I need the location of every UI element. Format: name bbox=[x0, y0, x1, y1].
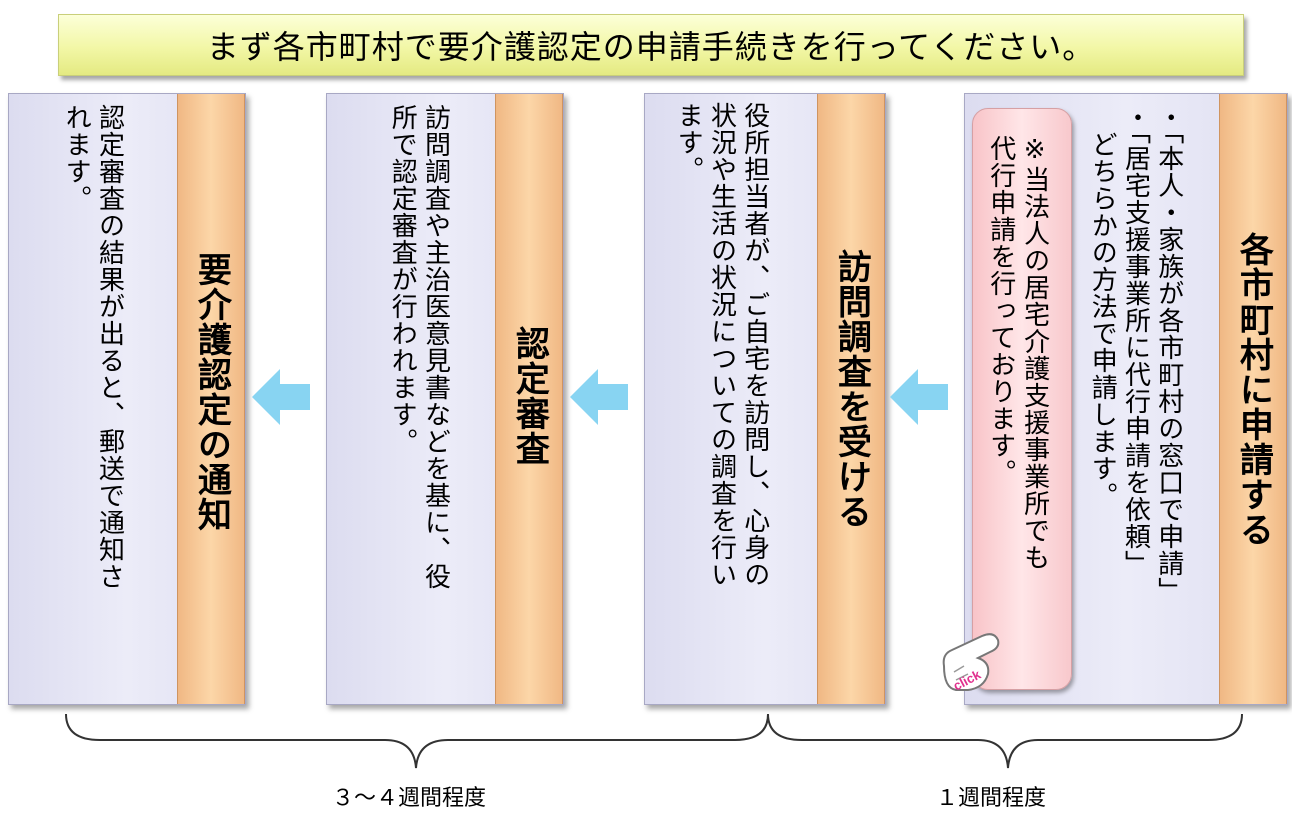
step-visit-title: 訪問調査を受ける bbox=[831, 249, 872, 529]
flow-arrow-icon bbox=[252, 369, 310, 425]
proxy-application-note[interactable]: ※当法人の居宅介護支援事業所でも 代行申請を行っております。 bbox=[972, 108, 1072, 690]
click-hand-icon[interactable]: click bbox=[938, 632, 1008, 694]
step-visit-title-band bbox=[817, 94, 885, 704]
duration-brace-left bbox=[65, 713, 769, 769]
step-visit-body: 役所担当者が、ご自宅を訪問し、心身の 状況や生活の状況についての調査を行い ます… bbox=[673, 102, 770, 588]
step-review-body: 訪問調査や主治医意見書などを基に、役 所で認定審査が行われます。 bbox=[387, 104, 451, 590]
step-apply-body: ・「本人・家族が各市町村の窓口で申請」 ・「居宅支援事業所に代行申請を依頼」 ど… bbox=[1087, 104, 1184, 604]
step-review-panel: 認定審査 訪問調査や主治医意見書などを基に、役 所で認定審査が行われます。 bbox=[326, 93, 564, 705]
step-apply-title-band bbox=[1219, 94, 1287, 704]
step-notice-title: 要介護認定の通知 bbox=[191, 252, 232, 532]
proxy-application-note-text: ※当法人の居宅介護支援事業所でも 代行申請を行っております。 bbox=[985, 135, 1050, 571]
step-review-title-band bbox=[495, 94, 563, 704]
step-notice-panel: 要介護認定の通知 認定審査の結果が出ると、郵送で通知さ れます。 bbox=[8, 93, 246, 705]
instruction-banner: まず各市町村で要介護認定の申請手続きを行ってください。 bbox=[58, 14, 1244, 76]
flow-arrow-icon bbox=[890, 369, 948, 425]
step-review-title: 認定審査 bbox=[509, 326, 550, 466]
duration-label-right: １週間程度 bbox=[936, 786, 1047, 811]
duration-label-left: ３～４週間程度 bbox=[332, 786, 487, 811]
step-apply-title: 各市町村に申請する bbox=[1233, 232, 1274, 547]
duration-brace-right bbox=[767, 713, 1243, 769]
step-visit-panel: 訪問調査を受ける 役所担当者が、ご自宅を訪問し、心身の 状況や生活の状況について… bbox=[644, 93, 886, 705]
flow-arrow-icon bbox=[570, 369, 628, 425]
step-notice-body: 認定審査の結果が出ると、郵送で通知さ れます。 bbox=[61, 104, 125, 590]
step-notice-title-band bbox=[177, 94, 245, 704]
